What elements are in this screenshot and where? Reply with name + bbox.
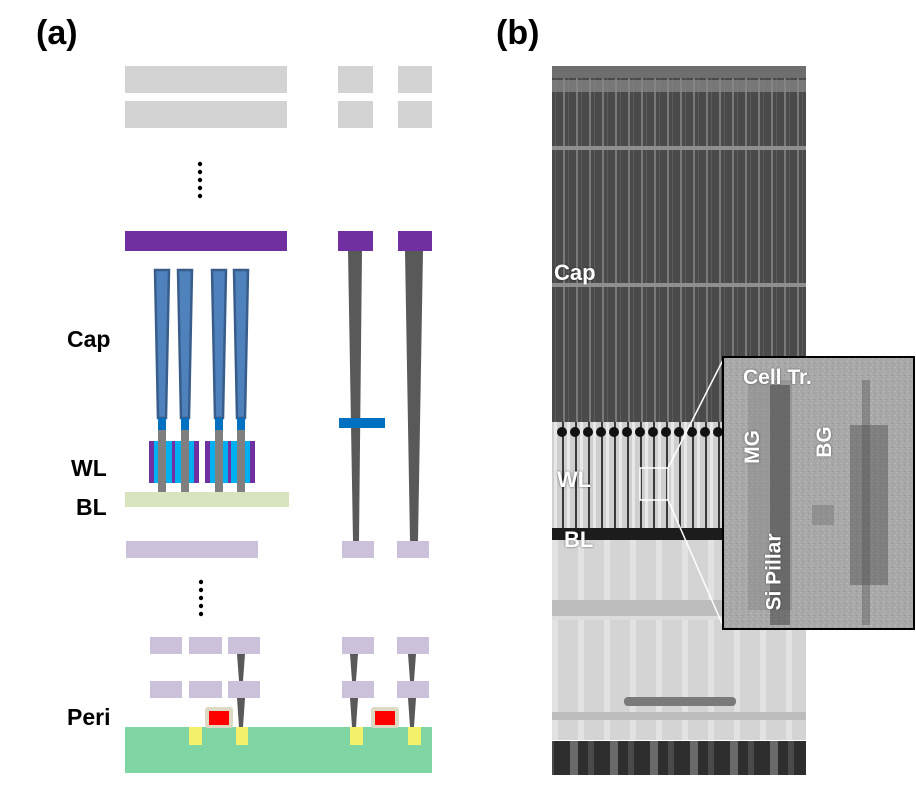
- ellipsis-upper: [197, 161, 203, 199]
- panel-b-label: (b): [496, 14, 540, 52]
- panel-a-label: (a): [36, 14, 78, 52]
- bl-label: BL: [76, 494, 107, 520]
- lower-metal-pad-1: [342, 541, 374, 558]
- wl-label: WL: [71, 455, 107, 481]
- inset-title-cell-tr: Cell Tr.: [743, 366, 812, 389]
- word-line-array: [149, 430, 255, 492]
- peri-transistor-gates: [205, 707, 399, 728]
- tem-wl-label: WL: [557, 467, 592, 492]
- lower-metal-wide: [126, 541, 258, 558]
- top-plate-pad-1: [338, 231, 373, 251]
- tem-bl-label: BL: [564, 527, 594, 552]
- ellipsis-lower: [198, 579, 204, 617]
- upper-metal-pad-3: [398, 66, 432, 93]
- substrate: [125, 727, 432, 773]
- tem-cap-label: Cap: [554, 260, 596, 285]
- upper-metal-pad-1: [338, 66, 373, 93]
- peri-label: Peri: [67, 704, 111, 730]
- inset-mg-label: MG: [740, 430, 764, 464]
- mid-contact-bar: [339, 418, 385, 428]
- peri-vias: [237, 654, 416, 727]
- upper-metal-pad-4: [398, 101, 432, 128]
- source-drain-regions: [189, 727, 421, 745]
- deep-via-2: [405, 251, 423, 541]
- peri-metal-layers: [150, 637, 429, 698]
- tem-substrate-band: [552, 741, 806, 775]
- bit-line: [125, 492, 289, 507]
- capacitor-array: [153, 268, 250, 430]
- deep-via-1: [348, 251, 362, 541]
- tem-zoom-box: [639, 467, 669, 501]
- upper-metal-wide-1: [125, 66, 287, 93]
- upper-metal-wide-2: [125, 101, 287, 128]
- upper-metal-pad-2: [338, 101, 373, 128]
- top-plate-electrode: [125, 231, 287, 251]
- lower-metal-pad-2: [397, 541, 429, 558]
- top-plate-pad-2: [398, 231, 432, 251]
- inset-si-pillar-label: Si Pillar: [762, 533, 786, 611]
- cap-label: Cap: [67, 326, 111, 352]
- inset-bg-label: BG: [812, 426, 836, 458]
- tem-peri-gate: [624, 697, 736, 706]
